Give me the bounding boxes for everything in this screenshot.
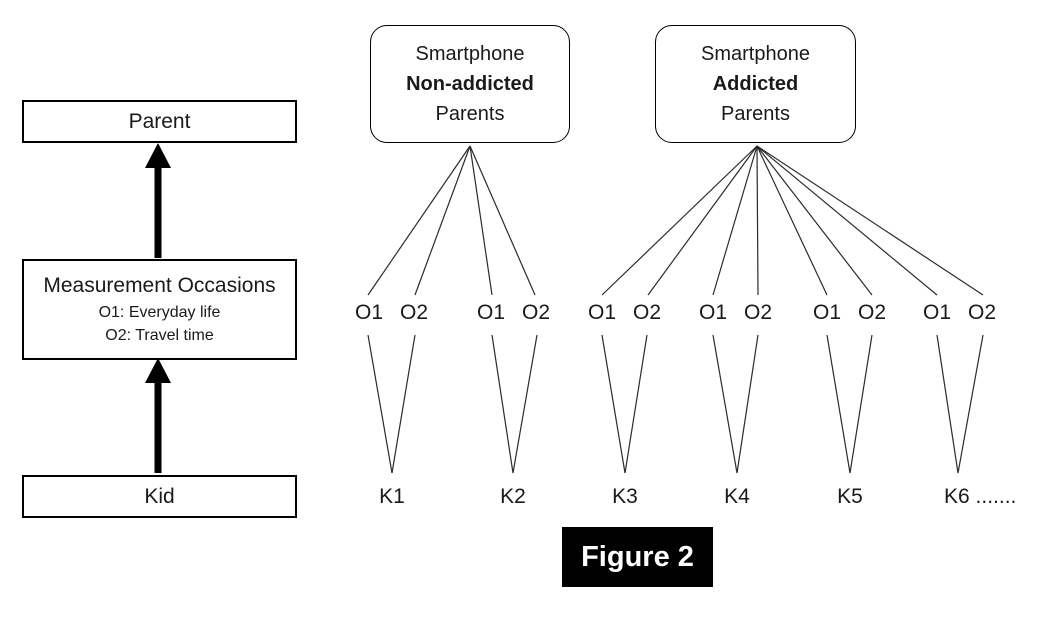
group2-line2: Addicted xyxy=(712,73,799,95)
measurement-box-line1: O1: Everyday life xyxy=(98,304,221,321)
kid-label-k6: K6 ....... xyxy=(944,485,1017,508)
measurement-occasions-box: Measurement Occasions O1: Everyday life … xyxy=(22,259,297,360)
fan-lines-group1 xyxy=(367,145,536,296)
up-arrow-kid-to-measure xyxy=(145,358,171,473)
parent-box-label: Parent xyxy=(128,109,191,133)
kid-label-k5: K5 xyxy=(837,485,863,508)
group-box-non-addicted: Smartphone Non-addicted Parents xyxy=(370,25,570,143)
kid-box: Kid xyxy=(22,475,297,518)
group1-line1: Smartphone xyxy=(415,43,525,65)
occasion-label-k6-o2: O2 xyxy=(967,301,997,324)
group1-line2: Non-addicted xyxy=(406,73,534,95)
figure-caption: Figure 2 xyxy=(562,527,713,587)
occasion-label-k1-o1: O1 xyxy=(354,301,384,324)
occasion-label-k4-o1: O1 xyxy=(698,301,728,324)
occasion-to-kid-lines xyxy=(367,334,984,474)
up-arrow-measure-to-parent xyxy=(145,143,171,258)
group2-line3: Parents xyxy=(721,103,790,125)
occasion-label-k1-o2: O2 xyxy=(399,301,429,324)
kid-label-k2: K2 xyxy=(500,485,526,508)
kid-box-label: Kid xyxy=(144,484,175,508)
occasion-label-k4-o2: O2 xyxy=(743,301,773,324)
parent-box: Parent xyxy=(22,100,297,143)
kid-label-k1: K1 xyxy=(379,485,405,508)
fan-lines-group2 xyxy=(601,145,984,296)
group-box-addicted: Smartphone Addicted Parents xyxy=(655,25,856,143)
kid-label-k3: K3 xyxy=(612,485,638,508)
occasion-label-k5-o2: O2 xyxy=(857,301,887,324)
occasion-label-k5-o1: O1 xyxy=(812,301,842,324)
measurement-box-title: Measurement Occasions xyxy=(43,274,276,297)
group2-line1: Smartphone xyxy=(701,43,810,65)
kid-label-k4: K4 xyxy=(724,485,750,508)
occasion-label-k3-o2: O2 xyxy=(632,301,662,324)
group1-line3: Parents xyxy=(435,103,505,125)
occasion-label-k2-o2: O2 xyxy=(521,301,551,324)
occasion-label-k3-o1: O1 xyxy=(587,301,617,324)
figure-caption-label: Figure 2 xyxy=(581,540,694,573)
occasion-label-k6-o1: O1 xyxy=(922,301,952,324)
occasion-label-k2-o1: O1 xyxy=(476,301,506,324)
measurement-box-line2: O2: Travel time xyxy=(105,327,214,344)
